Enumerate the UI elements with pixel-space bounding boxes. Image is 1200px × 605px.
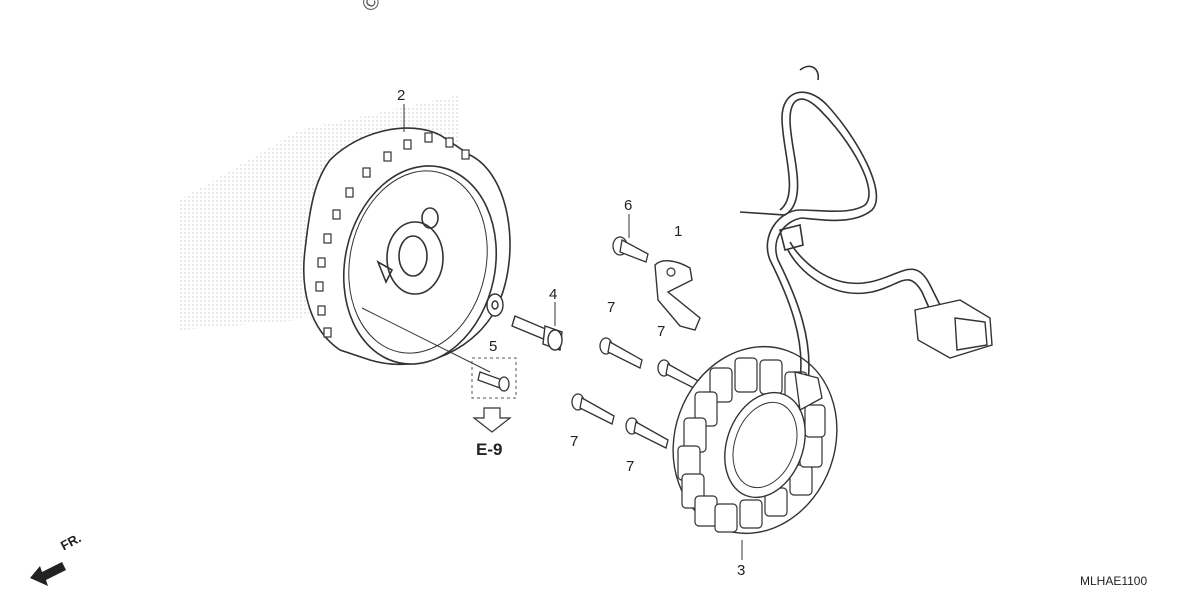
bolt-5 <box>477 371 510 392</box>
bolt-6 <box>612 236 649 263</box>
stator-bolts <box>571 337 701 449</box>
wire-clamp <box>794 371 823 412</box>
callout-4: 4 <box>549 286 558 303</box>
reference-code[interactable]: E-9 <box>476 440 503 459</box>
stator-bracket <box>654 260 701 331</box>
diagram-code: MLHAE1100 <box>1080 574 1148 588</box>
wire-harness <box>739 65 941 383</box>
callout-1: 1 <box>674 223 683 240</box>
callout-6: 6 <box>624 197 633 214</box>
wire-connector <box>914 299 993 359</box>
callout-5: 5 <box>489 338 498 355</box>
callout-7: 7 <box>570 433 579 450</box>
callout-2: 2 <box>397 87 406 104</box>
washer <box>486 293 504 317</box>
leader-line-5 <box>361 307 491 373</box>
callout-7: 7 <box>626 458 635 475</box>
callout-7: 7 <box>657 323 666 340</box>
callout-7: 7 <box>607 299 616 316</box>
flywheel-bolt <box>511 315 563 351</box>
flywheel <box>302 127 511 366</box>
front-direction-arrow <box>30 562 66 586</box>
callout-3: 3 <box>737 562 746 579</box>
reference-arrow <box>472 407 512 433</box>
stator <box>672 345 838 535</box>
leader-lines <box>403 104 743 560</box>
